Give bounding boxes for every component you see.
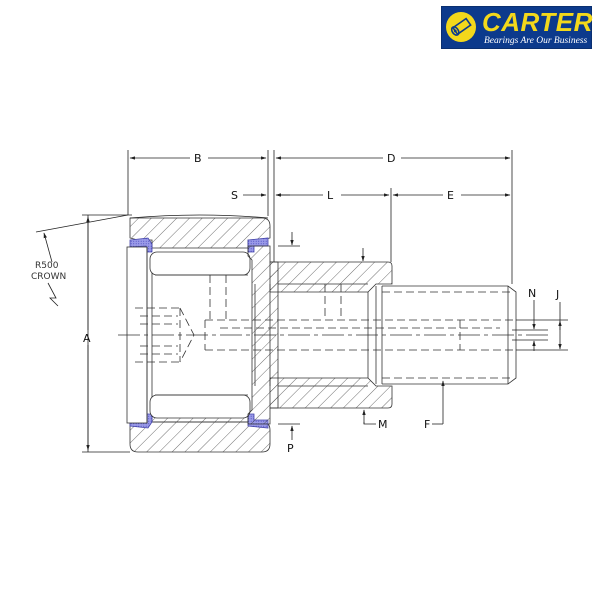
dim-label-b: B bbox=[194, 152, 202, 165]
crown-note-radius: R500 bbox=[35, 261, 59, 271]
dim-label-e: E bbox=[447, 189, 454, 202]
dim-label-f: F bbox=[424, 418, 430, 431]
logo-tagline: Bearings Are Our Business bbox=[484, 36, 588, 46]
dim-label-s: S bbox=[231, 189, 238, 202]
dim-label-j: J bbox=[555, 288, 559, 301]
carter-logo: CARTER Bearings Are Our Business bbox=[441, 6, 592, 49]
dim-label-d: D bbox=[387, 152, 395, 165]
dim-label-p: P bbox=[287, 442, 294, 455]
logo-brand-name: CARTER bbox=[482, 7, 593, 37]
crown-note-label: CROWN bbox=[31, 272, 66, 282]
dim-label-n: N bbox=[528, 287, 536, 300]
dim-label-m: M bbox=[378, 418, 388, 431]
dim-label-l: L bbox=[327, 189, 334, 202]
bearing-logo-icon bbox=[446, 12, 476, 42]
dim-label-a: A bbox=[83, 332, 91, 345]
